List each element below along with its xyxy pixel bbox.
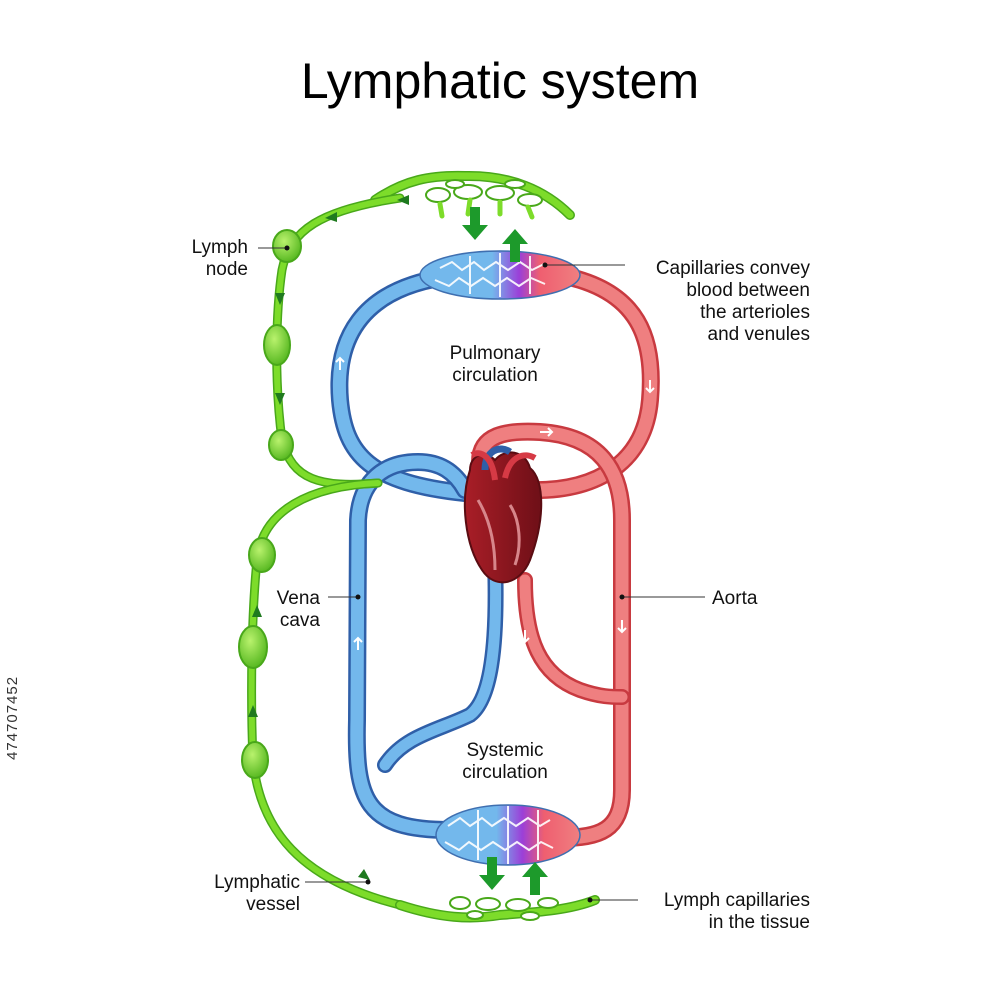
lymph-node xyxy=(241,741,269,779)
lymphatic-network xyxy=(238,170,600,923)
arrow-up-icon xyxy=(522,862,548,895)
systemic-capillary-bed xyxy=(435,804,581,866)
label-lymph-capillaries: Lymph capillaries in the tissue xyxy=(663,890,810,933)
lymph-node xyxy=(238,625,268,669)
label-lymph-node: Lymph node xyxy=(191,237,248,280)
stock-id: 474707452 xyxy=(4,675,21,760)
pulmonary-loop xyxy=(330,266,660,502)
label-lymphatic-vessel: Lymphatic vessel xyxy=(214,872,300,915)
lymph-node xyxy=(268,429,294,461)
label-pulmonary-circulation: Pulmonary circulation xyxy=(449,343,541,386)
label-vena-cava: Vena cava xyxy=(276,588,320,631)
arrow-up-icon xyxy=(502,229,528,262)
pulmonary-capillary-bed xyxy=(419,250,581,300)
leader-lines xyxy=(258,247,705,901)
page-title: Lymphatic system xyxy=(300,53,700,109)
label-aorta: Aorta xyxy=(712,588,758,609)
label-capillaries: Capillaries convey blood between the art… xyxy=(655,258,810,345)
lymph-node xyxy=(263,324,291,366)
systemic-loop xyxy=(335,356,655,847)
lymph-node xyxy=(248,537,276,573)
heart-icon xyxy=(463,445,543,584)
arrow-down-icon xyxy=(479,857,505,890)
arrow-down-icon xyxy=(462,207,488,240)
label-systemic-circulation: Systemic circulation xyxy=(462,740,548,783)
fluid-exchange-arrows xyxy=(462,207,548,895)
